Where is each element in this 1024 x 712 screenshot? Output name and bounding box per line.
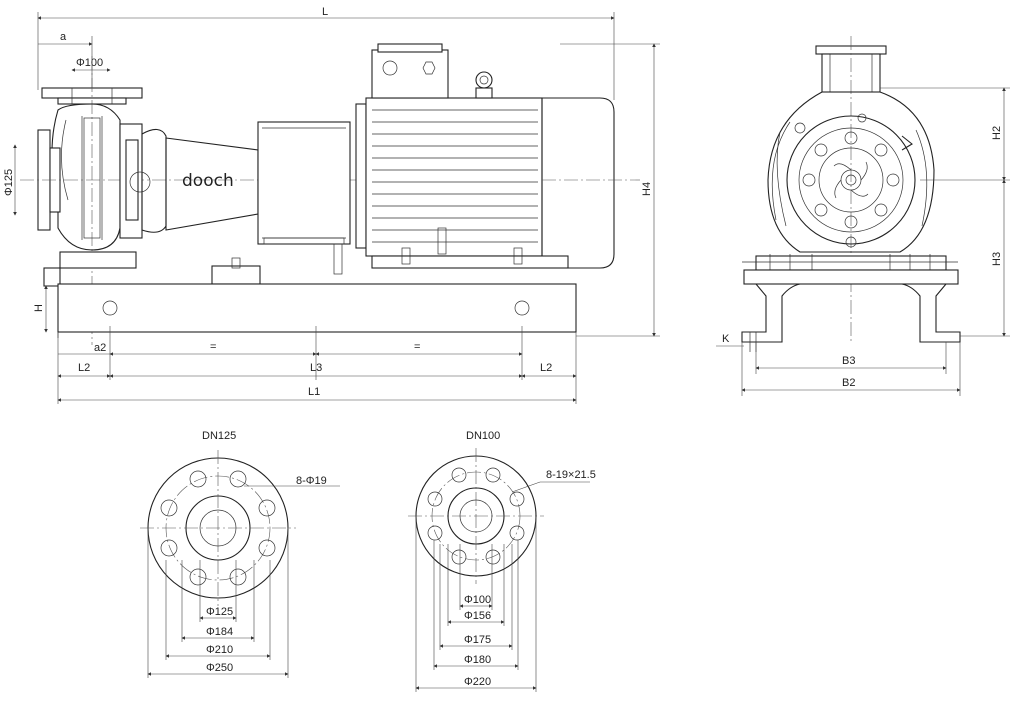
- dim-B2: B2: [842, 377, 855, 389]
- side-view: L a Φ100 Φ125 dooch: [3, 6, 660, 404]
- dim-H4: H4: [641, 182, 653, 196]
- dim-dn100-phi175: Φ175: [464, 634, 491, 646]
- flange-dn125: DN125 8-Φ19 Φ125 Φ184 Φ210 Φ250: [140, 430, 340, 678]
- flange-dn125-title: DN125: [202, 430, 236, 442]
- dim-dn100-phi100: Φ100: [464, 594, 491, 606]
- dim-L3: L3: [310, 362, 322, 374]
- dim-B3: B3: [842, 355, 855, 367]
- dim-dn100-phi180: Φ180: [464, 654, 491, 666]
- dim-dn100-holes: 8-19×21.5: [546, 469, 596, 481]
- dim-dn125-phi184: Φ184: [206, 626, 233, 638]
- dim-dn125-phi250: Φ250: [206, 662, 233, 674]
- dim-L2-left: L2: [78, 362, 90, 374]
- dim-H: H: [33, 304, 45, 312]
- dim-H2: H2: [991, 126, 1003, 140]
- dim-dn100-phi220: Φ220: [464, 676, 491, 688]
- dim-K: K: [722, 333, 730, 345]
- flange-dn100: DN100 8-19×21.5 Φ100 Φ156 Φ175 Φ180: [408, 430, 596, 692]
- dim-equal-left: =: [210, 341, 216, 353]
- end-view: H2 H3 K B3 B2: [716, 36, 1010, 396]
- dim-L2-right: L2: [540, 362, 552, 374]
- dim-phi100: Φ100: [76, 57, 103, 69]
- dim-dn125-holes: 8-Φ19: [296, 475, 327, 487]
- dim-dn125-phi210: Φ210: [206, 644, 233, 656]
- dim-dn125-phi125: Φ125: [206, 606, 233, 618]
- dim-a2: a2: [94, 342, 106, 354]
- dim-equal-right: =: [414, 341, 420, 353]
- brand-logo-text: dooch: [182, 171, 234, 191]
- dim-dn100-phi156: Φ156: [464, 610, 491, 622]
- dim-L1: L1: [308, 386, 320, 398]
- dim-H3: H3: [991, 252, 1003, 266]
- flange-dn100-title: DN100: [466, 430, 500, 442]
- dim-phi125: Φ125: [3, 169, 15, 196]
- dim-L: L: [322, 6, 328, 18]
- dim-a: a: [60, 31, 67, 43]
